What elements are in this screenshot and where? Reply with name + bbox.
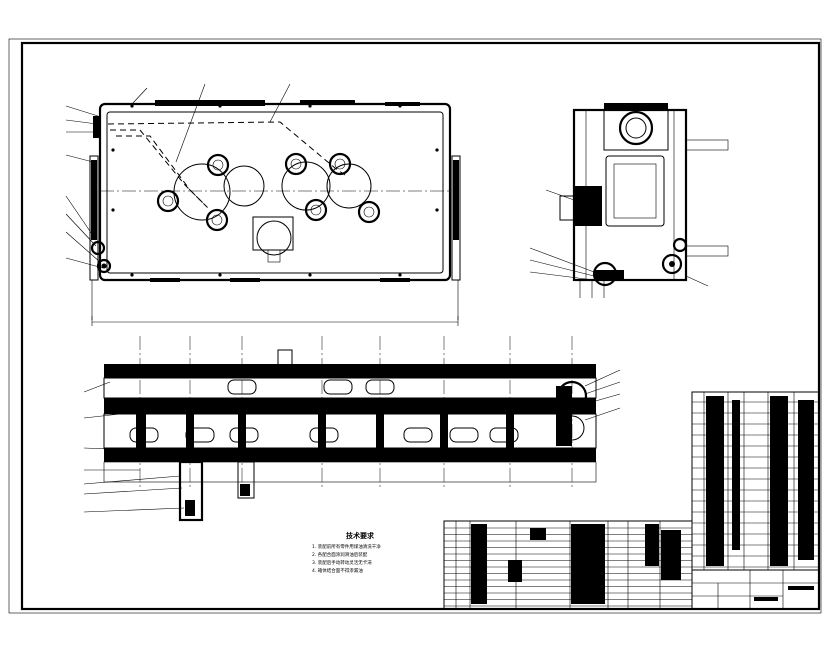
note-1: 1. 装配前所有零件用煤油清洗干净 [312,543,381,550]
sheet-frame [8,38,822,614]
note-4: 4. 箱体结合面不得渗漏油 [312,567,363,574]
section-leaders [83,369,621,513]
front-view [65,83,461,326]
note-3: 3. 装配后手动转动灵活无卡滞 [312,559,372,566]
note-2: 2. 各配合面涂润滑油后装配 [312,551,368,558]
title-block [691,569,820,610]
casing-bolts [111,104,439,277]
parts-list-right [691,391,820,610]
parts-list [443,520,693,610]
side-view [529,103,729,298]
technical-requirements: 技术要求 1. 装配前所有零件用煤油清洗干净 2. 各配合面涂润滑油后装配 3.… [312,531,381,574]
leader-lines [65,83,291,269]
section-centerlines [139,336,573,488]
section-view [83,336,621,522]
notes-heading: 技术要求 [346,531,375,540]
